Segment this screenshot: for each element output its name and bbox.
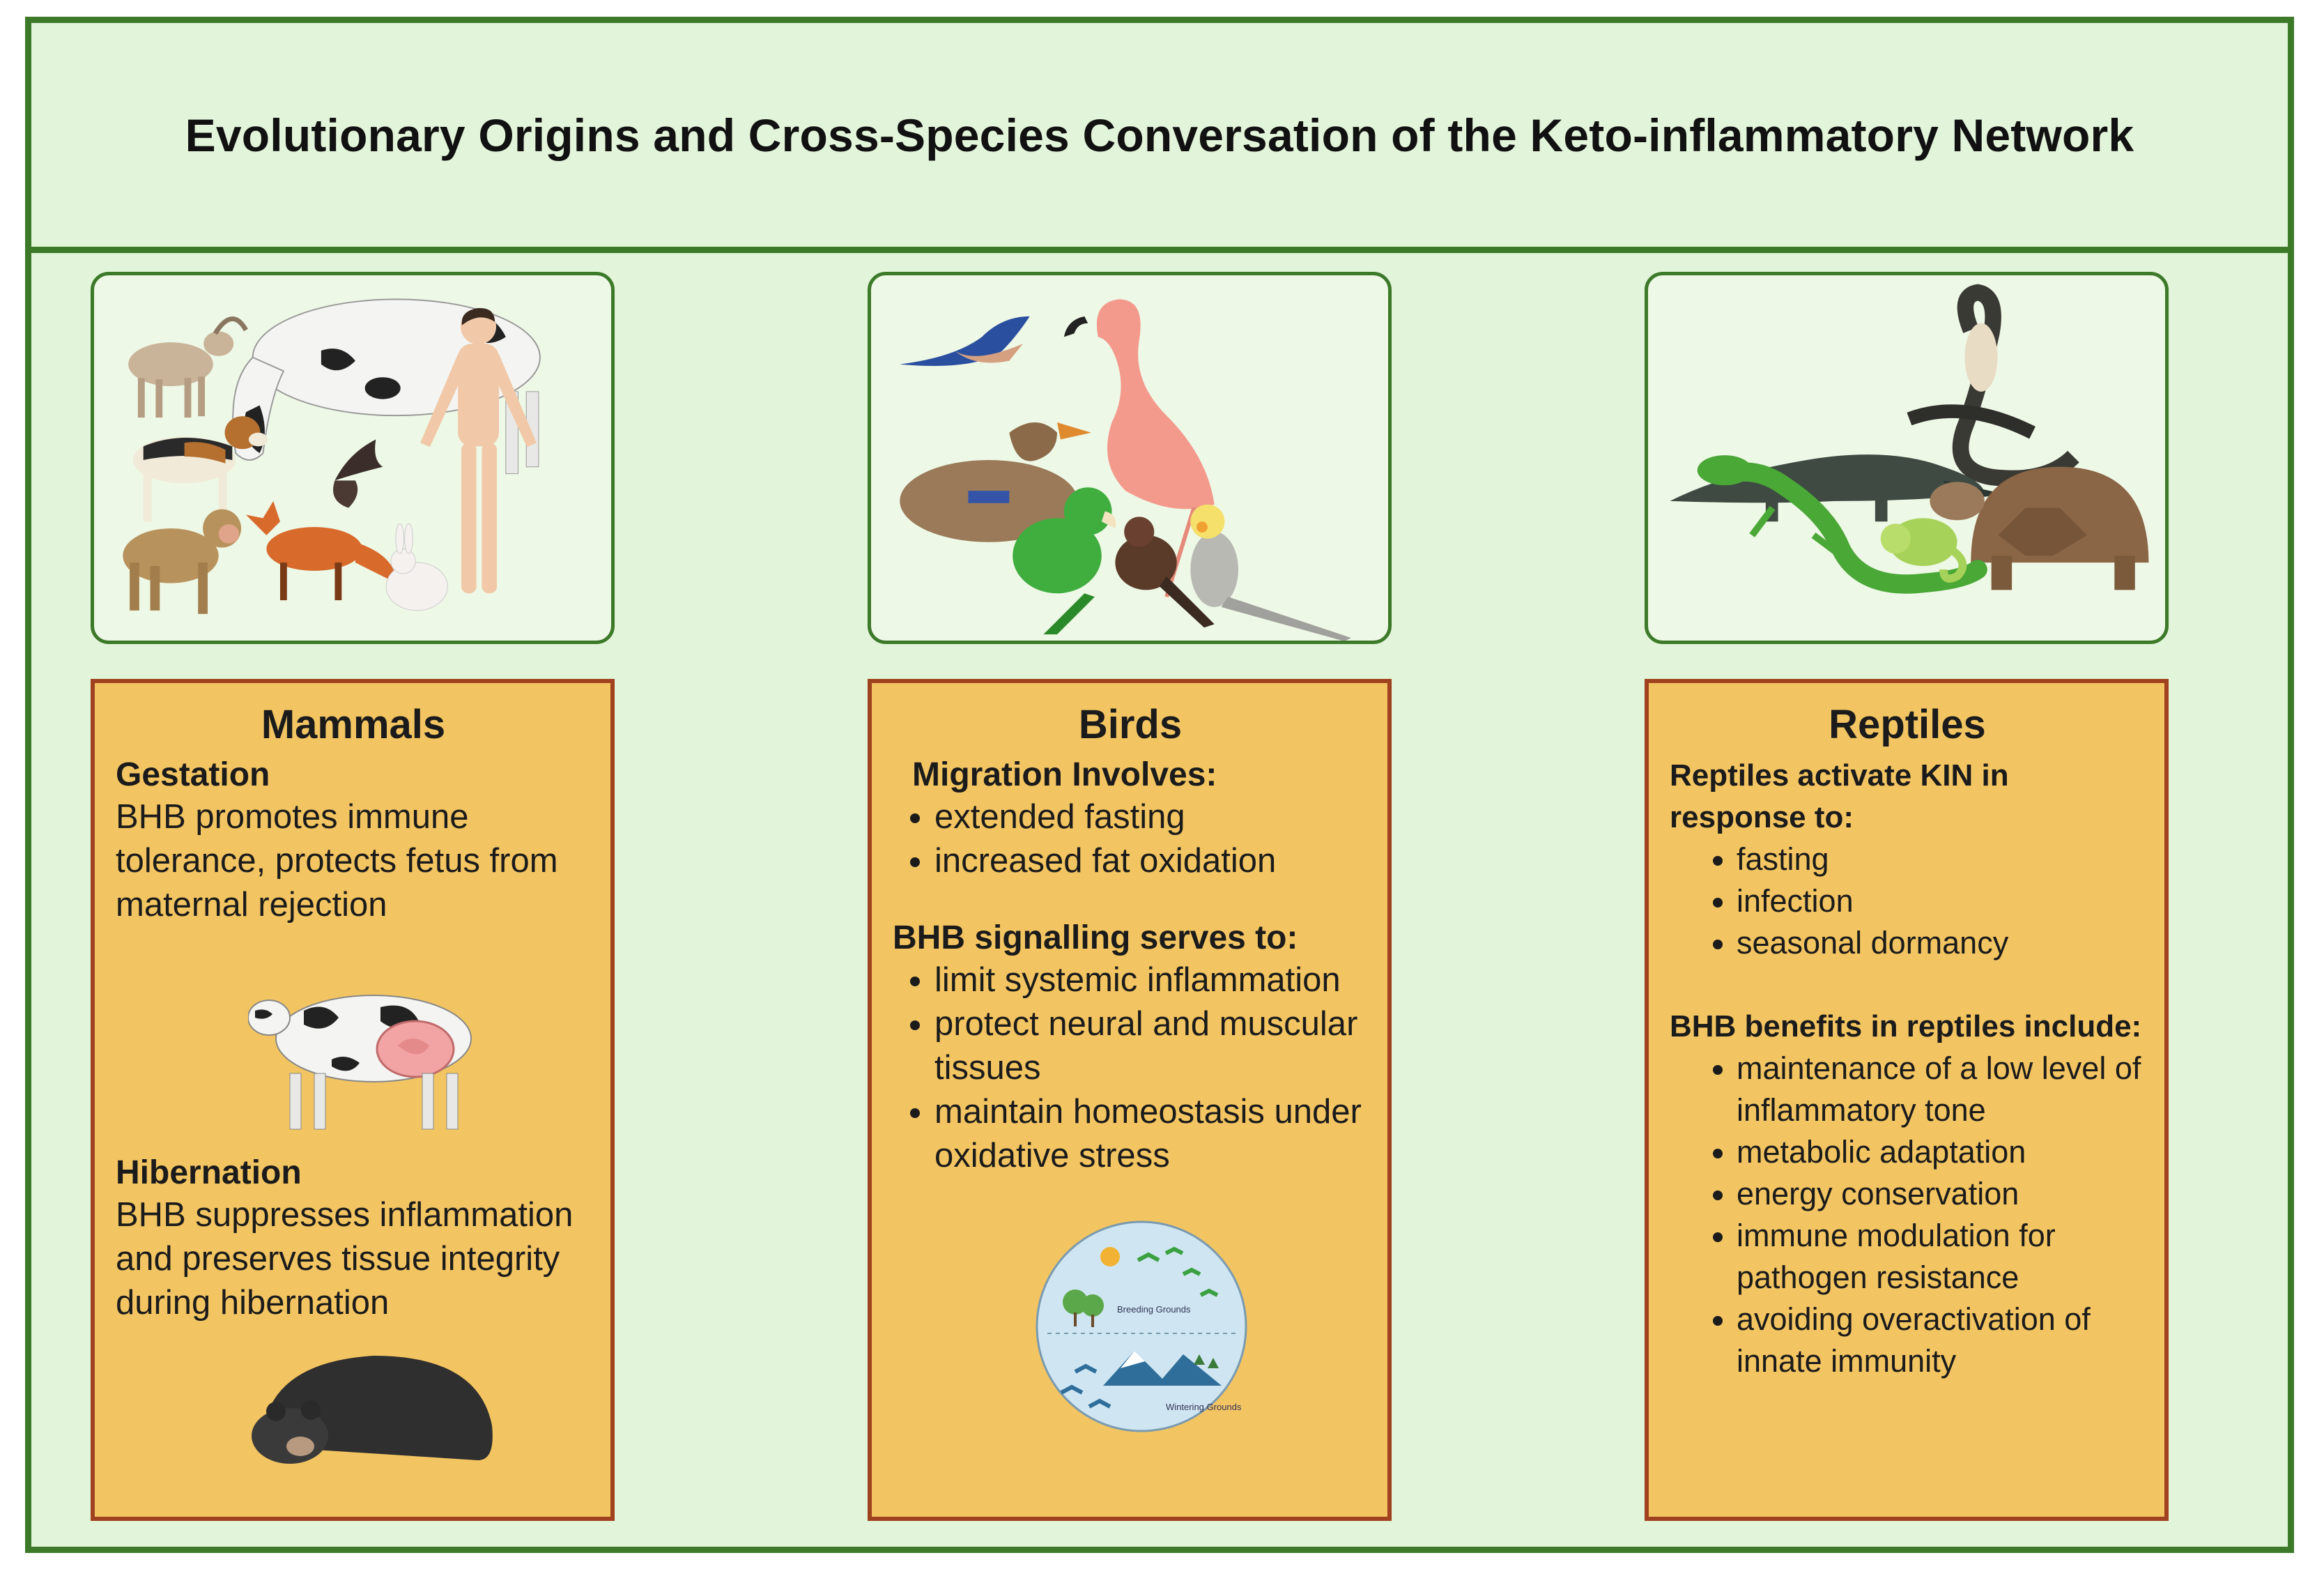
gestation-text: BHB promotes immune tolerance, protects …: [116, 798, 558, 924]
chameleon-icon: [1880, 518, 1967, 583]
bat-icon: [333, 439, 383, 508]
mammals-illustration: [123, 298, 541, 614]
reptiles-illustration-panel: [1645, 272, 2169, 644]
migration-cycle-icon: Breeding Grounds Wintering Grounds: [1036, 1220, 1247, 1432]
duck-icon: [900, 422, 1092, 542]
human-icon: [420, 307, 537, 594]
list-item: energy conservation: [1737, 1173, 2145, 1215]
cobra-icon: [1907, 284, 2079, 487]
gestation-title: Gestation: [116, 756, 270, 793]
dog-icon: [133, 416, 268, 522]
hibernation-text: BHB suppresses inflammation and preserve…: [116, 1196, 574, 1322]
parrot-icon: [1013, 487, 1116, 635]
list-item: maintain homeostasis under oxidative str…: [934, 1090, 1368, 1178]
list-item: extended fasting: [934, 795, 1368, 839]
list-item: avoiding overactivation of innate immuni…: [1737, 1299, 2145, 1382]
hibernation-title: Hibernation: [116, 1154, 302, 1191]
rabbit-icon: [385, 523, 448, 611]
list-item: metabolic adaptation: [1737, 1131, 2145, 1173]
pregnant-cow-icon: [248, 995, 472, 1130]
list-item: immune modulation for pathogen resistanc…: [1737, 1215, 2145, 1299]
lizard-icon: [1697, 455, 1987, 594]
list-item: fasting: [1737, 839, 2145, 880]
migration-list: extended fasting increased fat oxidation: [893, 795, 1368, 883]
birds-heading: Birds: [1078, 702, 1183, 747]
benefits-list: maintenance of a low level of inflammato…: [1670, 1048, 2145, 1382]
reptiles-textbox: Reptiles Reptiles activate KIN in respon…: [1645, 679, 2169, 1521]
wintering-grounds-label: Wintering Grounds: [1166, 1402, 1242, 1412]
figure-title: Evolutionary Origins and Cross-Species C…: [185, 109, 2134, 161]
reptiles-illustration: [1670, 284, 2149, 594]
list-item: increased fat oxidation: [934, 839, 1368, 883]
fox-icon: [245, 500, 397, 601]
list-item: seasonal dormancy: [1737, 922, 2145, 964]
signalling-title: BHB signalling serves to:: [893, 919, 1298, 956]
bear-icon: [252, 1356, 493, 1464]
cockatiel-icon: [1190, 504, 1351, 641]
monkey-icon: [123, 509, 242, 614]
list-item: protect neural and muscular tissues: [934, 1002, 1368, 1090]
goat-icon: [128, 316, 248, 418]
breeding-grounds-label: Breeding Grounds: [1117, 1304, 1191, 1315]
birds-textbox: Birds Migration Involves: extended fasti…: [868, 679, 1392, 1521]
list-item: infection: [1737, 880, 2145, 922]
birds-illustration-panel: [868, 272, 1392, 644]
sparrow-icon: [1115, 516, 1215, 628]
migration-title: Migration Involves:: [912, 756, 1217, 793]
signalling-list: limit systemic inflammation protect neur…: [893, 958, 1368, 1178]
swallow-icon: [900, 316, 1030, 367]
list-item: maintenance of a low level of inflammato…: [1737, 1048, 2145, 1131]
mammals-textbox: Mammals Gestation BHB promotes immune to…: [91, 679, 615, 1521]
title-bar: Evolutionary Origins and Cross-Species C…: [31, 23, 2288, 253]
reptiles-heading: Reptiles: [1829, 702, 1986, 747]
benefits-title: BHB benefits in reptiles include:: [1670, 1009, 2142, 1043]
tortoise-icon: [1930, 466, 2149, 590]
activate-title: Reptiles activate KIN in response to:: [1670, 758, 2009, 834]
mammals-heading: Mammals: [261, 702, 446, 747]
activate-list: fasting infection seasonal dormancy: [1670, 839, 2145, 964]
list-item: limit systemic inflammation: [934, 958, 1368, 1002]
birds-illustration: [900, 299, 1351, 641]
mammals-illustration-panel: [91, 272, 615, 644]
